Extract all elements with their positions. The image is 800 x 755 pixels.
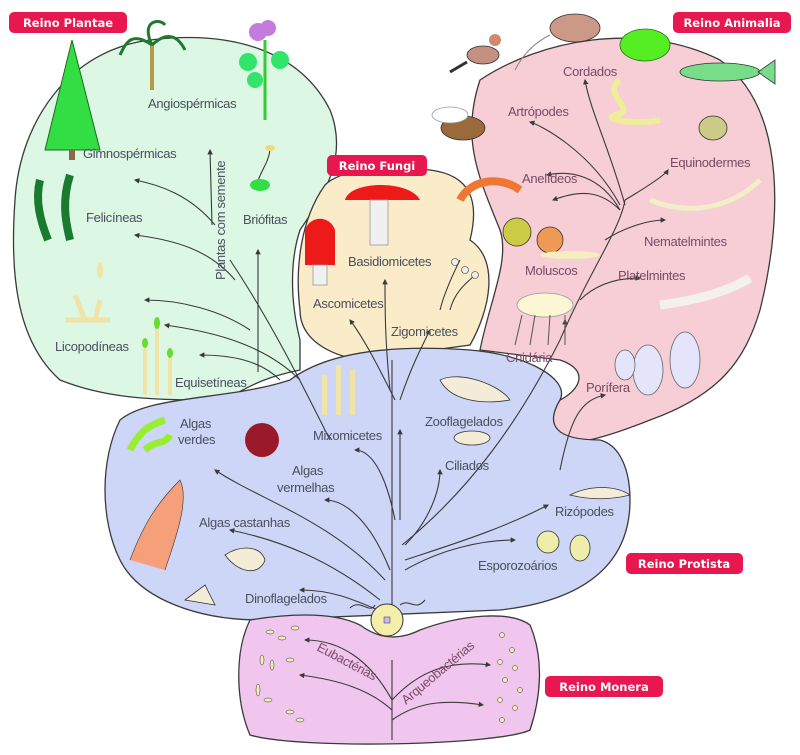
zooflagellate-icon [439, 376, 511, 403]
svg-text:Reino Fungi: Reino Fungi [339, 159, 416, 173]
label-porifera: Porífera [586, 380, 631, 395]
ancestral-cell-icon [349, 599, 426, 637]
sponge-icon [614, 331, 701, 396]
label-plantas-com-semente: Plantas com semente [213, 161, 228, 280]
label-anelideos: Anelídeos [522, 171, 578, 186]
label-esporozoarios: Esporozoários [478, 558, 558, 573]
mouse-icon [514, 13, 601, 71]
sporozoan-icon [536, 530, 591, 562]
fish-icon [679, 59, 776, 85]
label-dinoflagelados: Dinoflagelados [245, 591, 328, 606]
label-ascomicetes: Ascomicetes [313, 296, 384, 311]
animalia-region [471, 37, 776, 445]
flowering-plant-icon [239, 20, 289, 120]
badge-reino-monera: Reino Monera [545, 676, 663, 697]
eubacteria-icon [255, 625, 305, 723]
label-algas-vermelhas-2: vermelhas [277, 480, 335, 495]
svg-text:Reino Animalia: Reino Animalia [683, 16, 780, 30]
branches [133, 78, 669, 740]
dinoflagellate-icon [184, 547, 266, 606]
label-algas-verdes-2: verdes [178, 432, 216, 447]
label-moluscos: Moluscos [525, 263, 578, 278]
moss-icon [250, 145, 275, 191]
snail-icon [536, 226, 600, 259]
snake-icon [608, 77, 661, 126]
brown-algae-icon [129, 479, 184, 571]
wasp-icon [431, 106, 486, 141]
ciliate-icon [453, 430, 491, 446]
label-ciliados: Ciliados [445, 458, 490, 473]
slime-mold-icon [322, 365, 355, 415]
svg-text:Reino Plantae: Reino Plantae [23, 16, 113, 30]
label-angiospermicas: Angiospérmicas [148, 96, 237, 111]
sea-urchin-icon [698, 115, 728, 141]
shell-icon [502, 217, 532, 247]
label-gimnospermicas: Gimnospérmicas [83, 146, 177, 161]
label-cnidaria: Cnidária [506, 350, 553, 365]
ascomycete-morel-icon [305, 218, 335, 286]
label-mixomicetes: Mixomicetes [313, 428, 383, 443]
bird-icon [449, 34, 501, 74]
badge-reino-plantae: Reino Plantae [9, 12, 127, 33]
label-licopodineas: Licopodíneas [55, 339, 130, 354]
label-platelmintes: Platelmintes [618, 268, 686, 283]
label-algas-castanhas: Algas castanhas [199, 515, 291, 530]
badge-reino-fungi: Reino Fungi [327, 155, 427, 176]
jellyfish-icon [514, 292, 574, 346]
frog-icon [619, 28, 671, 62]
fern-icon [34, 173, 74, 242]
red-algae-icon [245, 423, 279, 457]
monera-region [238, 614, 541, 745]
label-rizopodes: Rizópodes [555, 504, 615, 519]
earthworm-icon [456, 177, 523, 203]
label-felicineas: Felicíneas [86, 210, 143, 225]
basidiomycete-mushroom-icon [345, 185, 420, 246]
label-artropodes: Artrópodes [508, 104, 569, 119]
green-algae-icon [126, 416, 174, 453]
zygomycete-mold-icon [439, 258, 479, 311]
lycopod-icon [65, 262, 110, 323]
label-equisetineas: Equisetíneas [175, 375, 247, 390]
label-equinodermes: Equinodermes [670, 155, 751, 170]
badge-reino-animalia: Reino Animalia [673, 12, 791, 33]
roundworm-icon [649, 178, 762, 211]
pine-tree-icon [44, 39, 101, 160]
badge-reino-protista: Reino Protista [626, 553, 743, 574]
archaebacteria-icon [497, 632, 523, 723]
horsetail-icon [142, 317, 173, 395]
svg-text:Reino Protista: Reino Protista [638, 557, 730, 571]
label-algas-verdes-1: Algas [180, 416, 212, 431]
organism-illustrations [34, 13, 776, 723]
svg-text:Reino Monera: Reino Monera [559, 680, 648, 694]
label-briofitas: Briófitas [243, 212, 288, 227]
rhizopod-icon [568, 487, 631, 500]
label-cordados: Cordados [563, 64, 618, 79]
label-zigomicetes: Zigomicetes [391, 324, 459, 339]
flatworm-icon [659, 274, 753, 310]
label-nematelmintes: Nematelmintes [644, 234, 728, 249]
palm-tree-icon [118, 20, 187, 90]
label-algas-vermelhas-1: Algas [292, 463, 324, 478]
label-zooflagelados: Zooflagelados [425, 414, 504, 429]
label-basidiomicetes: Basidiomicetes [348, 254, 432, 269]
